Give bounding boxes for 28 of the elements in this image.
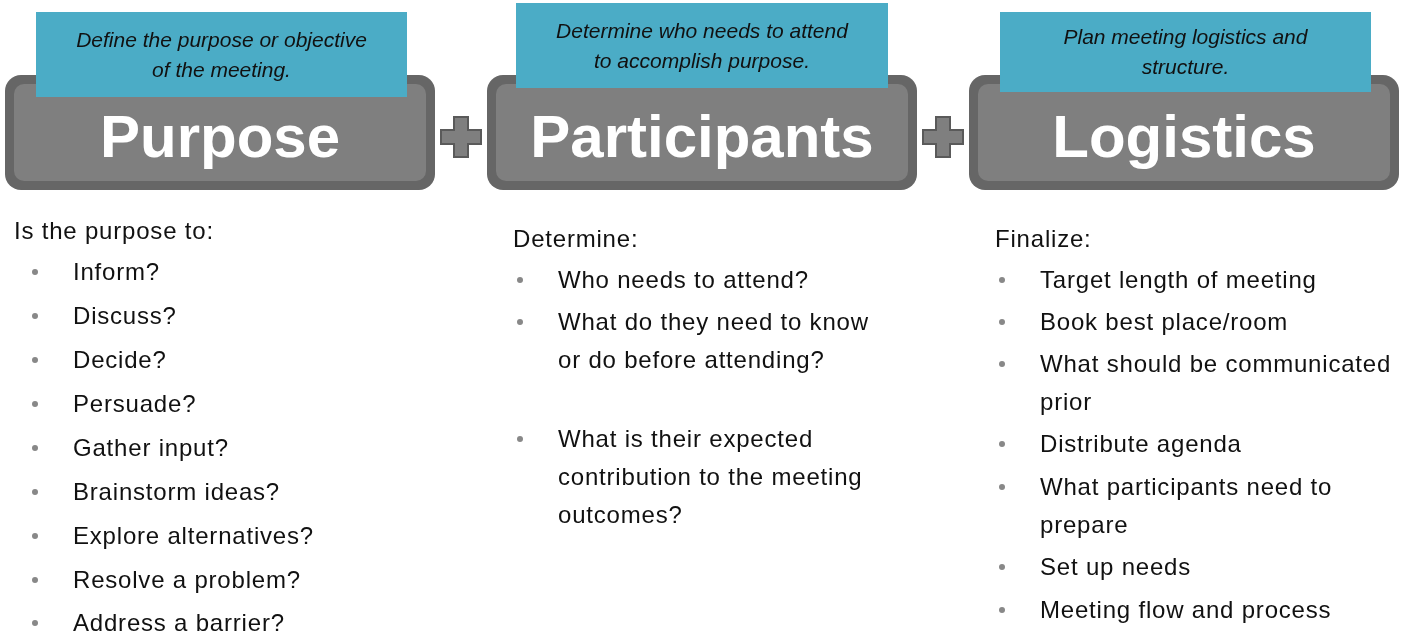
- bullet-item: Brainstorm ideas?: [28, 473, 428, 511]
- list-heading: Is the purpose to:: [14, 216, 215, 246]
- bullet-item: Gather input?: [28, 429, 428, 467]
- list-heading: Finalize:: [995, 224, 1093, 254]
- bullet-item: Set up needs: [995, 548, 1407, 586]
- bullet-item: Discuss?: [28, 297, 428, 335]
- description-banner: Define the purpose or objective of the meeting.: [36, 12, 407, 97]
- bullet-item: Target length of meeting: [995, 261, 1407, 299]
- bullet-item: Persuade?: [28, 385, 428, 423]
- bullet-item: Who needs to attend?: [513, 261, 883, 299]
- bullet-item: What should be communicated prior: [995, 345, 1407, 421]
- bullet-item: What participants need to prepare: [995, 468, 1407, 544]
- bullet-item: What is their expected contribution to the meeting outcomes?: [513, 420, 883, 534]
- step-title: Purpose: [98, 102, 342, 172]
- description-banner: Determine who needs to attend to accomplish purpose.: [516, 3, 888, 88]
- description-banner: Plan meeting logistics and structure.: [1000, 12, 1371, 92]
- step-title: Participants: [529, 102, 875, 172]
- bullet-item: Explore alternatives?: [28, 517, 428, 555]
- bullet-item: Meeting flow and process: [995, 591, 1407, 629]
- bullet-item: Decide?: [28, 341, 428, 379]
- bullet-item: Inform?: [28, 253, 428, 291]
- bullet-item: Resolve a problem?: [28, 561, 428, 599]
- step-title: Logistics: [1051, 102, 1317, 172]
- bullet-item: What do they need to know or do before attending?: [513, 303, 883, 379]
- bullet-item: Address a barrier?: [28, 604, 428, 634]
- list-heading: Determine:: [513, 224, 640, 254]
- bullet-item: Distribute agenda: [995, 425, 1407, 463]
- bullet-item: Book best place/room: [995, 303, 1407, 341]
